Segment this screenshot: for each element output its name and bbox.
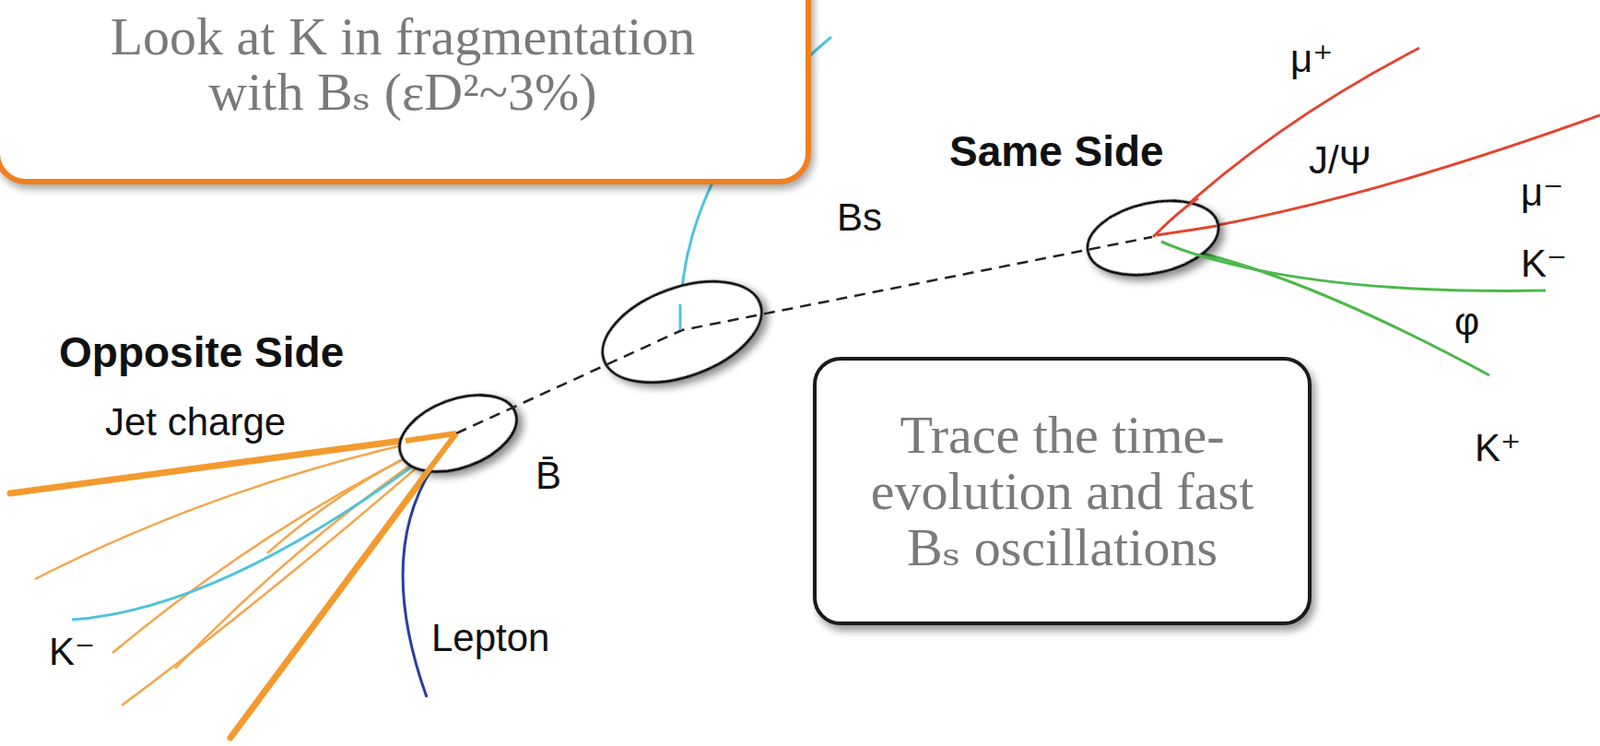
- kaon-track: [1161, 241, 1217, 260]
- box-text: Trace the time-evolution and fast Bₛ osc…: [846, 406, 1280, 576]
- muon-track: [1156, 225, 1217, 236]
- particle-label: μ⁺: [1290, 36, 1333, 82]
- note-box: Trace the time-evolution and fast Bₛ osc…: [812, 356, 1312, 625]
- particle-label: Bs: [836, 195, 883, 240]
- kaon-track: [1161, 241, 1546, 291]
- track-label: Lepton: [431, 615, 550, 660]
- particle-label: B̄: [535, 453, 562, 498]
- vertex-ellipse: [1081, 189, 1226, 286]
- particle-label: J/Ψ: [1308, 138, 1372, 183]
- jet-track: [35, 433, 457, 579]
- particle-label: K⁻: [48, 629, 95, 674]
- callout-box: Look at K in fragmentation with Bₛ (εD²~…: [0, 0, 812, 185]
- side-heading: Same Side: [949, 127, 1165, 177]
- particle-label: K⁻: [1520, 241, 1567, 286]
- side-heading: Opposite Side: [58, 328, 344, 377]
- track-label: Jet charge: [105, 400, 286, 445]
- fragmentation-track: [679, 304, 683, 330]
- kaon-track: [71, 433, 457, 620]
- particle-label: μ⁻: [1520, 170, 1564, 215]
- box-text: Look at K in fragmentation with Bₛ (εD²~…: [70, 9, 735, 120]
- jet-track-thick: [230, 433, 457, 738]
- particle-label: K⁺: [1474, 425, 1521, 471]
- muon-track: [1156, 115, 1600, 236]
- vertex-ellipse: [588, 261, 776, 402]
- particle-label: φ: [1454, 299, 1480, 344]
- kaon-track: [1161, 244, 1490, 376]
- jet-track-thick: [419, 433, 457, 483]
